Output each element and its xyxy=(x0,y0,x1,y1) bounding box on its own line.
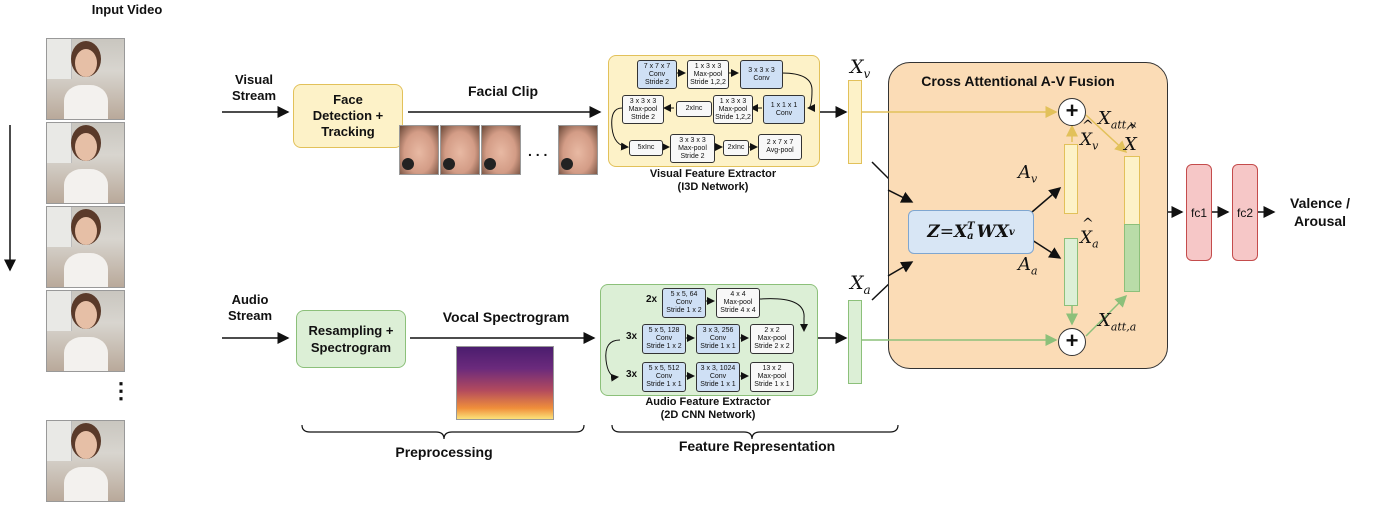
resampling-box: Resampling + Spectrogram xyxy=(296,310,406,368)
xatt-a-label: Xatt,a xyxy=(1098,310,1137,334)
xatt-v-label: Xatt,v xyxy=(1098,108,1136,132)
face-detection-label: Face Detection + Tracking xyxy=(312,92,384,139)
feature-representation-bracket xyxy=(611,424,899,440)
facial-clip-frame xyxy=(399,125,439,175)
vocal-spectrogram-label: Vocal Spectrogram xyxy=(442,309,570,325)
visual-extractor-subtitle: (I3D Network) xyxy=(677,181,749,193)
resampling-label: Resampling + Spectrogram xyxy=(308,323,394,355)
concat-vector-audio xyxy=(1124,224,1140,292)
audio-add-node: + xyxy=(1058,328,1086,356)
spectrogram-image xyxy=(456,346,554,420)
video-frame xyxy=(46,206,125,288)
xa-label: Xa xyxy=(850,272,871,297)
av-label: Av xyxy=(1018,162,1038,186)
video-frame xyxy=(46,420,125,502)
i3d-block: 5xInc xyxy=(629,140,663,156)
xhat-v-vector xyxy=(1064,144,1078,214)
feature-representation-label: Feature Representation xyxy=(678,438,836,454)
xv-label: Xv xyxy=(850,56,871,81)
audio-feature-vector xyxy=(848,300,862,384)
fc2-layer: fc2 xyxy=(1232,164,1258,261)
xhat-v-label: X^v xyxy=(1080,118,1099,153)
visual-feature-vector xyxy=(848,80,862,164)
repeat-label: 3x xyxy=(626,369,638,380)
output-label: Valence / Arousal xyxy=(1290,195,1350,229)
xhat-a-vector xyxy=(1064,238,1078,306)
facial-clip-frame xyxy=(440,125,480,175)
i3d-block: 2xInc xyxy=(676,101,712,117)
audio-extractor-title: Audio Feature Extractor xyxy=(645,396,771,408)
visual-extractor-title: Visual Feature Extractor xyxy=(649,168,777,180)
xhat-label: X^ xyxy=(1124,122,1138,155)
video-frame xyxy=(46,38,125,120)
facial-clip-frame xyxy=(558,125,598,175)
fc1-layer: fc1 xyxy=(1186,164,1212,261)
repeat-label: 3x xyxy=(626,331,638,342)
i3d-block: 2xInc xyxy=(723,140,749,156)
preprocessing-bracket xyxy=(301,424,585,440)
xhat-a-label: X^a xyxy=(1080,216,1099,251)
aa-label: Aa xyxy=(1018,254,1038,278)
repeat-label: 2x xyxy=(646,294,658,305)
facial-clip-label: Facial Clip xyxy=(467,83,539,99)
visual-stream-label: Visual Stream xyxy=(231,72,277,103)
face-detection-box: Face Detection + Tracking xyxy=(293,84,403,148)
visual-add-node: + xyxy=(1058,98,1086,126)
audio-extractor-subtitle: (2D CNN Network) xyxy=(660,409,756,421)
preprocessing-label: Preprocessing xyxy=(395,444,493,460)
video-frame xyxy=(46,122,125,204)
facial-clip-frame xyxy=(481,125,521,175)
concat-vector-visual xyxy=(1124,156,1140,225)
facial-clip-ellipsis: . . . xyxy=(528,143,548,159)
audio-stream-label: Audio Stream xyxy=(227,292,273,323)
video-frame xyxy=(46,290,125,372)
input-video-label: Input Video xyxy=(91,2,163,17)
vertical-ellipsis: ⋮ xyxy=(110,378,132,403)
fusion-title: Cross Attentional A-V Fusion xyxy=(921,73,1115,89)
